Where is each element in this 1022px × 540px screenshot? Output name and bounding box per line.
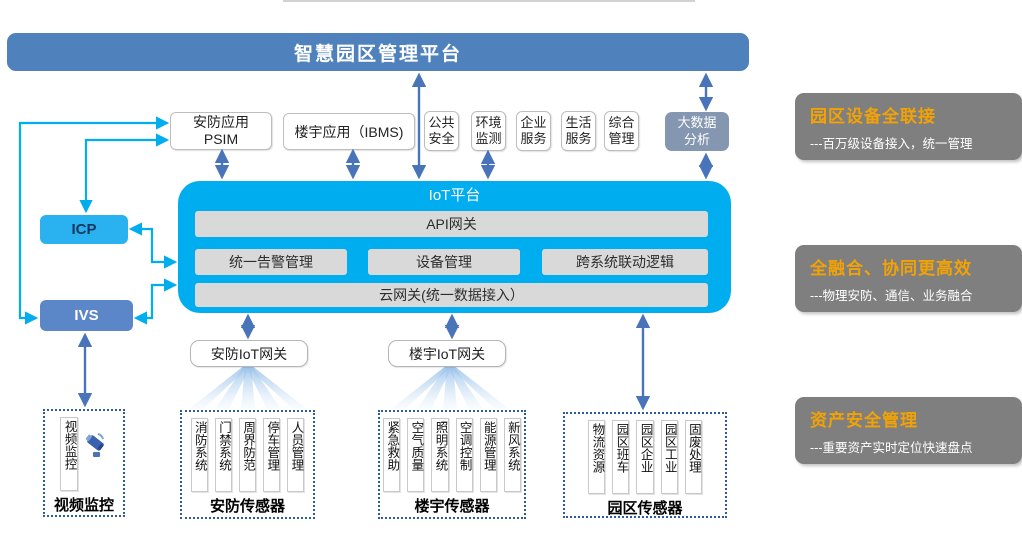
sensor-column: 紧急救助 — [383, 418, 401, 492]
building-columns: 紧急救助 空气质量 照明系统 空调控制 能源管理 新风系统 — [383, 418, 521, 492]
benefit-panel-connect: 园区设备全联接 ---百万级设备接入，统一管理 — [795, 93, 1022, 160]
sensor-column: 园区工业 — [660, 420, 678, 494]
park-columns: 物流资源 园区班车 园区企业 园区工业 固废处理 — [568, 420, 722, 494]
gateway-security-iot: 安防IoT网关 — [190, 340, 308, 367]
platform-banner: 智慧园区管理平台 — [7, 33, 749, 71]
module-cross-system-linkage: 跨系统联动逻辑 — [542, 249, 708, 275]
sensor-group-park: 物流资源 园区班车 园区企业 园区工业 固废处理 园区传感器 — [563, 412, 727, 518]
sensor-column: 空调控制 — [455, 418, 473, 492]
gateway-building-iot: 楼宇IoT网关 — [388, 340, 506, 367]
fan-rays-security — [189, 365, 307, 409]
cloud-gateway-bar: 云网关(统一数据接入） — [195, 283, 708, 307]
benefit-title: 园区设备全联接 — [810, 107, 936, 126]
security-columns: 消防系统 门禁系统 周界防范 停车管理 人员管理 — [185, 418, 310, 492]
benefit-desc: ---百万级设备接入，统一管理 — [810, 137, 973, 151]
sensor-column: 消防系统 — [190, 418, 208, 492]
app-comprehensive-mgmt: 综合 管理 — [604, 111, 639, 151]
top-crop-line — [283, 0, 695, 2]
video-content: 视频监控 — [48, 417, 120, 491]
benefit-desc: ---物理安防、通信、业务融合 — [810, 289, 973, 303]
benefit-panel-asset: 资产安全管理 ---重要资产实时定位快速盘点 — [795, 397, 1022, 464]
camera-icon — [85, 433, 104, 457]
building-group-label: 楼宇传感器 — [414, 498, 490, 515]
sensor-column: 能源管理 — [479, 418, 497, 492]
app-psim: 安防应用 PSIM — [170, 112, 272, 150]
app-public-safety: 公共 安全 — [424, 111, 459, 151]
sensor-column: 固废处理 — [684, 420, 702, 494]
benefit-panel-fusion: 全融合、协同更高效 ---物理安防、通信、业务融合 — [795, 245, 1022, 312]
security-group-label: 安防传感器 — [209, 498, 285, 515]
module-device-mgmt: 设备管理 — [368, 249, 520, 275]
sensor-column: 新风系统 — [503, 418, 521, 492]
sensor-column: 停车管理 — [263, 418, 281, 492]
sensor-group-video: 视频监控 视频监控 — [43, 409, 125, 517]
app-env-monitoring: 环境 监测 — [471, 111, 506, 151]
benefit-desc: ---重要资产实时定位快速盘点 — [810, 441, 973, 455]
benefit-title: 资产安全管理 — [810, 411, 918, 430]
app-ibms: 楼宇应用（IBMS) — [283, 113, 415, 150]
video-group-label: 视频监控 — [53, 497, 114, 514]
fan-rays-building — [391, 365, 509, 409]
sensor-column: 门禁系统 — [214, 418, 232, 492]
app-life-service: 生活 服务 — [561, 111, 596, 151]
sensor-column: 空气质量 — [407, 418, 425, 492]
iot-platform-title: IoT平台 — [428, 187, 481, 204]
ivs-node: IVS — [40, 300, 133, 331]
app-bigdata-analysis: 大数据 分析 — [665, 112, 729, 151]
sensor-column: 园区企业 — [636, 420, 654, 494]
sensor-column: 人员管理 — [287, 418, 305, 492]
benefit-title: 全融合、协同更高效 — [810, 259, 972, 278]
sensor-column: 物流资源 — [588, 420, 606, 494]
app-enterprise-service: 企业 服务 — [516, 111, 551, 151]
sensor-column: 周界防范 — [238, 418, 257, 492]
sensor-group-security: 消防系统 门禁系统 周界防范 停车管理 人员管理 安防传感器 — [180, 410, 315, 519]
park-group-label: 园区传感器 — [607, 500, 683, 517]
platform-banner-title: 智慧园区管理平台 — [293, 43, 462, 65]
icp-node: ICP — [40, 215, 128, 244]
sensor-column: 照明系统 — [431, 418, 449, 492]
video-column: 视频监控 — [60, 417, 78, 491]
sensor-group-building: 紧急救助 空气质量 照明系统 空调控制 能源管理 新风系统 楼宇传感器 — [378, 410, 526, 519]
sensor-column: 园区班车 — [612, 420, 630, 494]
api-gateway-bar: API网关 — [195, 211, 708, 237]
module-alarm-mgmt: 统一告警管理 — [195, 249, 347, 275]
